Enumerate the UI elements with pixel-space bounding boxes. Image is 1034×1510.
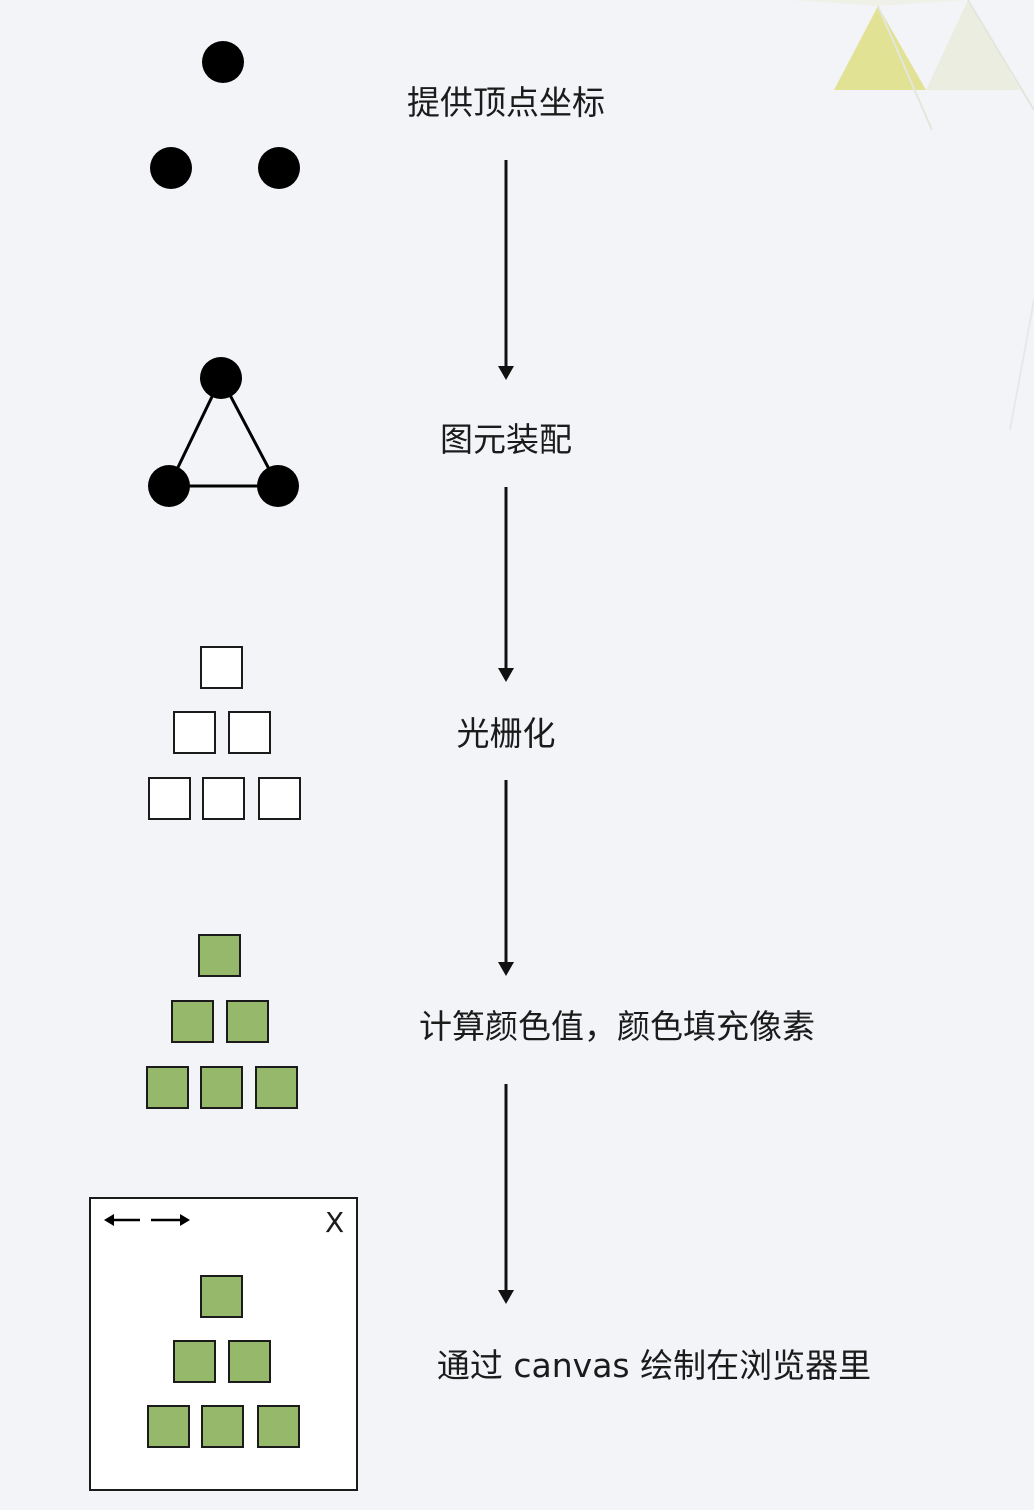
forward-arrow-icon (151, 1214, 190, 1226)
down-arrow-icon (498, 780, 514, 976)
down-arrow-icon (498, 1084, 514, 1304)
canvas-pixel (201, 1405, 244, 1448)
browser-window: X (89, 1197, 358, 1491)
step-label: 通过 canvas 绘制在浏览器里 (437, 1346, 871, 1385)
down-arrow-icon (498, 487, 514, 682)
vertex-point (258, 147, 300, 189)
triangle-outline (166, 374, 281, 488)
filled-pixel (200, 1066, 243, 1109)
decor-yellow-triangle (834, 6, 926, 90)
step-label: 提供顶点坐标 (407, 83, 605, 122)
decor-line (1009, 299, 1034, 431)
empty-pixel (200, 646, 243, 689)
vertices-group (150, 41, 300, 189)
back-arrow-icon (104, 1214, 140, 1226)
primitive-triangle-group (148, 357, 299, 507)
step-label: 图元装配 (440, 420, 572, 459)
colored-pixels-group (146, 934, 298, 1109)
canvas-pixel (257, 1405, 300, 1448)
close-icon: X (325, 1206, 344, 1239)
triangle-vertex (257, 465, 299, 507)
decor-line (967, 0, 1034, 111)
empty-pixel (202, 777, 245, 820)
triangle-vertex (148, 465, 190, 507)
canvas-pixel (200, 1275, 243, 1318)
triangle-vertex (200, 357, 242, 399)
canvas-pixel (228, 1340, 271, 1383)
vertex-point (150, 147, 192, 189)
filled-pixel (198, 934, 241, 977)
empty-pixel (258, 777, 301, 820)
step-label: 光栅化 (457, 714, 556, 753)
filled-pixel (226, 1000, 269, 1043)
step-label: 计算颜色值，颜色填充像素 (419, 1007, 815, 1046)
step-labels: 提供顶点坐标 图元装配 光栅化 计算颜色值，颜色填充像素 通过 canvas 绘… (407, 83, 871, 1385)
corner-decoration (790, 0, 1034, 431)
down-arrow-icon (498, 160, 514, 380)
decor-pale-triangle (790, 0, 968, 6)
vertex-point (202, 41, 244, 83)
canvas-pixel (173, 1340, 216, 1383)
filled-pixel (171, 1000, 214, 1043)
empty-pixel (148, 777, 191, 820)
decor-light-triangle (926, 0, 1020, 90)
filled-pixel (255, 1066, 298, 1109)
canvas-pixel (147, 1405, 190, 1448)
empty-pixel (173, 711, 216, 754)
decor-line (877, 5, 933, 131)
flow-arrows (498, 160, 514, 1304)
rasterized-pixels-group (148, 646, 301, 820)
filled-pixel (146, 1066, 189, 1109)
empty-pixel (228, 711, 271, 754)
